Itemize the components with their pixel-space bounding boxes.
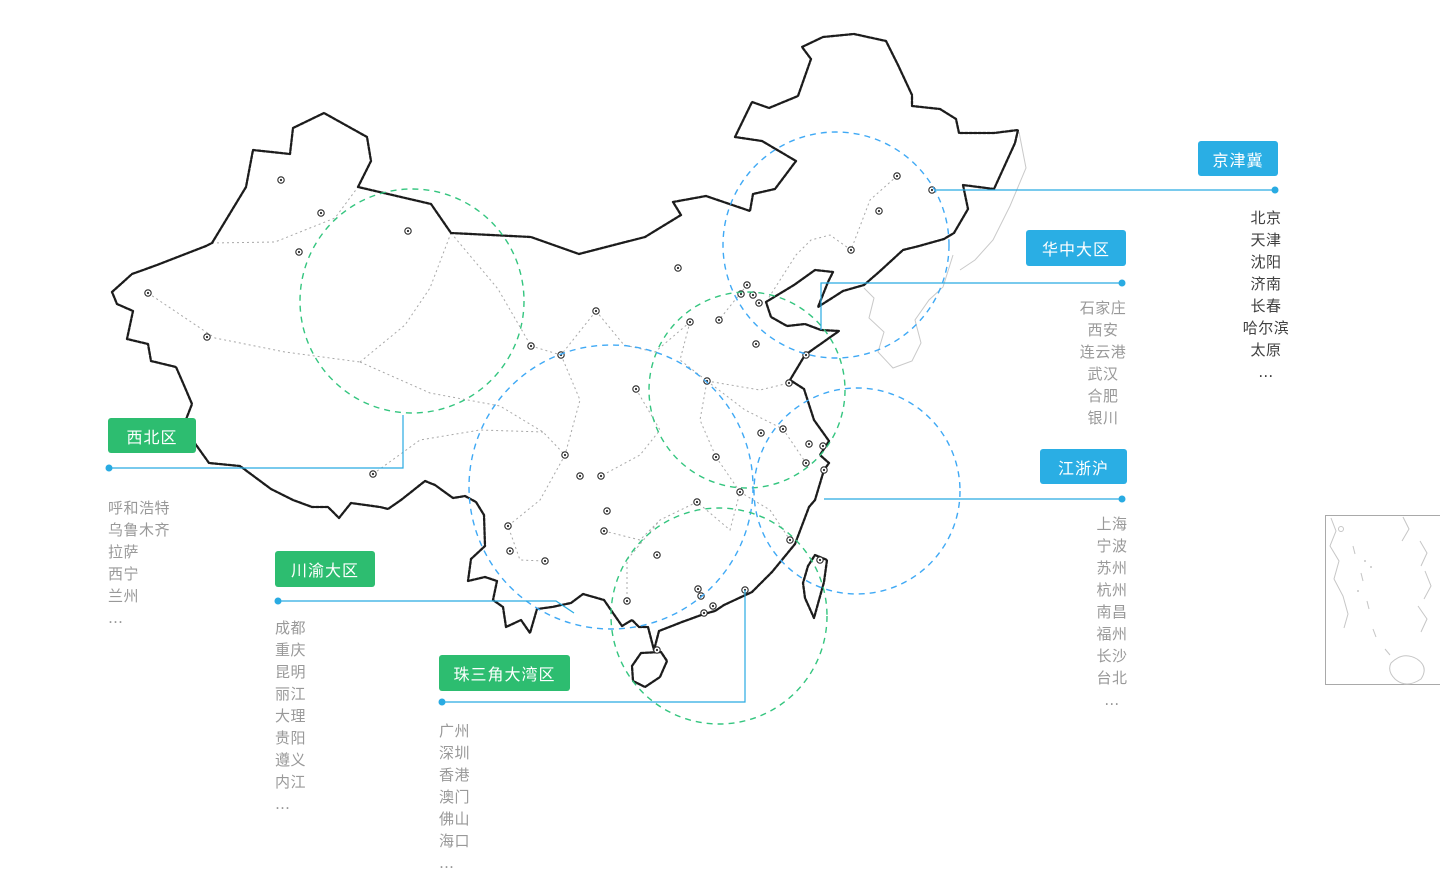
city-item: 重庆 xyxy=(275,639,415,661)
city-item: 丽江 xyxy=(275,683,415,705)
region-badge-chuanyu[interactable]: 川渝大区 xyxy=(275,551,375,587)
south-china-sea-inset xyxy=(1326,516,1440,685)
city-item: 长春 xyxy=(1196,295,1336,317)
city-item: 海口 xyxy=(439,830,579,852)
city-item: 拉萨 xyxy=(108,541,248,563)
city-item: 石家庄 xyxy=(1033,297,1173,319)
city-item: 西宁 xyxy=(108,563,248,585)
city-list-huazhong: 石家庄西安连云港武汉合肥银川 xyxy=(1033,297,1173,429)
city-item: 呼和浩特 xyxy=(108,497,248,519)
city-item: 贵阳 xyxy=(275,727,415,749)
city-item: 南昌 xyxy=(1042,601,1182,623)
city-item: 西安 xyxy=(1033,319,1173,341)
coverage-circle-huazhong xyxy=(649,292,845,488)
coverage-circle-xibei xyxy=(300,189,524,413)
russia-coastline xyxy=(960,132,1026,270)
connector-dot-chuanyu xyxy=(275,598,282,605)
city-item: 福州 xyxy=(1042,623,1182,645)
province-borders xyxy=(148,176,897,601)
coverage-circle-jiangzhehu xyxy=(754,388,960,594)
city-markers xyxy=(145,173,935,653)
city-item: 澳门 xyxy=(439,786,579,808)
coverage-circle-jingjinji xyxy=(723,132,949,358)
city-item: 苏州 xyxy=(1042,557,1182,579)
city-item: 连云港 xyxy=(1033,341,1173,363)
city-item: 内江 xyxy=(275,771,415,793)
city-item: … xyxy=(439,852,579,874)
city-item: 济南 xyxy=(1196,273,1336,295)
city-item: … xyxy=(275,793,415,815)
city-item: 银川 xyxy=(1033,407,1173,429)
city-item: 合肥 xyxy=(1033,385,1173,407)
city-item: … xyxy=(1196,361,1336,383)
city-item: 武汉 xyxy=(1033,363,1173,385)
city-item: 太原 xyxy=(1196,339,1336,361)
foreign-coastlines xyxy=(864,132,1026,368)
city-item: 乌鲁木齐 xyxy=(108,519,248,541)
city-item: 宁波 xyxy=(1042,535,1182,557)
taiwan-island xyxy=(803,555,827,618)
city-item: 台北 xyxy=(1042,667,1182,689)
city-list-jingjinji: 北京天津沈阳济南长春哈尔滨太原… xyxy=(1196,207,1336,383)
city-item: 香港 xyxy=(439,764,579,786)
city-item: 北京 xyxy=(1196,207,1336,229)
city-item: 遵义 xyxy=(275,749,415,771)
city-list-jiangzhehu: 上海宁波苏州杭州南昌福州长沙台北… xyxy=(1042,513,1182,711)
city-item: 长沙 xyxy=(1042,645,1182,667)
city-item: 广州 xyxy=(439,720,579,742)
city-item: 天津 xyxy=(1196,229,1336,251)
city-item: 沈阳 xyxy=(1196,251,1336,273)
city-item: 上海 xyxy=(1042,513,1182,535)
city-list-zhusanjiao: 广州深圳香港澳门佛山海口… xyxy=(439,720,579,874)
city-list-xibei: 呼和浩特乌鲁木齐拉萨西宁兰州… xyxy=(108,497,248,629)
city-item: 兰州 xyxy=(108,585,248,607)
region-badge-xibei[interactable]: 西北区 xyxy=(108,418,196,453)
region-badge-huazhong[interactable]: 华中大区 xyxy=(1026,230,1126,266)
city-item: 大理 xyxy=(275,705,415,727)
region-badge-jiangzhehu[interactable]: 江浙沪 xyxy=(1040,449,1127,484)
city-item: 杭州 xyxy=(1042,579,1182,601)
city-item: … xyxy=(108,607,248,629)
region-badge-jingjinji[interactable]: 京津冀 xyxy=(1198,141,1278,176)
city-item: 深圳 xyxy=(439,742,579,764)
coverage-circle-chuanyu xyxy=(469,345,753,629)
hainan-island xyxy=(632,652,667,687)
region-badge-zhusanjiao[interactable]: 珠三角大湾区 xyxy=(439,655,570,691)
city-item: 佛山 xyxy=(439,808,579,830)
city-item: 成都 xyxy=(275,617,415,639)
connector-dot-zhusanjiao xyxy=(439,699,446,706)
coverage-circle-zhusanjiao xyxy=(611,508,827,724)
connector-dot-xibei xyxy=(106,465,113,472)
connector-dot-jingjinji xyxy=(1272,187,1279,194)
connector-dot-jiangzhehu xyxy=(1119,496,1126,503)
city-item: 哈尔滨 xyxy=(1196,317,1336,339)
connector-dot-huazhong xyxy=(1119,280,1126,287)
city-list-chuanyu: 成都重庆昆明丽江大理贵阳遵义内江… xyxy=(275,617,415,815)
city-item: 昆明 xyxy=(275,661,415,683)
city-item: … xyxy=(1042,689,1182,711)
